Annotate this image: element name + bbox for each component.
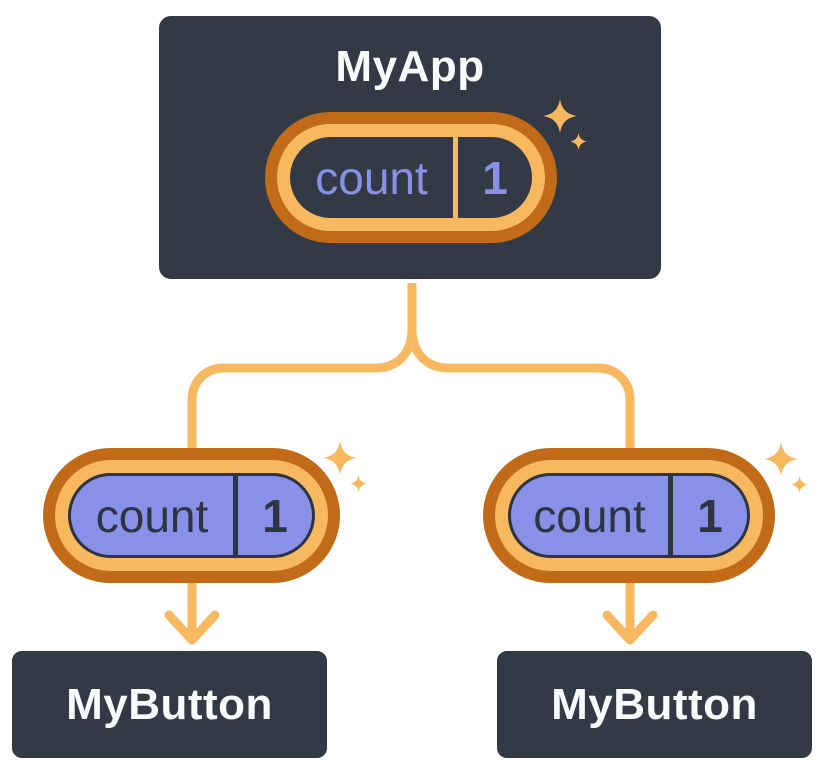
mybutton-title: MyButton: [551, 679, 758, 729]
arrow-down-right-icon: [602, 610, 658, 645]
branch-left-line: [187, 280, 417, 637]
mybutton-card-left: MyButton: [8, 647, 331, 762]
pill-divider: [233, 476, 238, 555]
state-label: count: [315, 151, 428, 204]
prop-label: count: [95, 489, 209, 542]
mybutton-title: MyButton: [66, 679, 273, 729]
arrow-down-left-icon: [164, 610, 220, 645]
myapp-title: MyApp: [335, 42, 485, 91]
prop-pill-left: count 1: [68, 473, 315, 558]
prop-label: count: [533, 489, 646, 542]
prop-value: 1: [262, 489, 288, 542]
prop-value: 1: [697, 489, 723, 542]
sparkle-icon: [323, 441, 367, 492]
mybutton-card-right: MyButton: [493, 647, 816, 762]
branch-right-line: [407, 280, 635, 637]
sparkle-icon: [543, 99, 587, 150]
pill-divider: [668, 476, 673, 555]
pill-divider: [453, 137, 458, 218]
sparkle-icon: [764, 442, 808, 493]
state-value: 1: [482, 151, 508, 204]
prop-pill-right: count 1: [508, 473, 750, 558]
state-pill: count 1: [290, 137, 532, 218]
